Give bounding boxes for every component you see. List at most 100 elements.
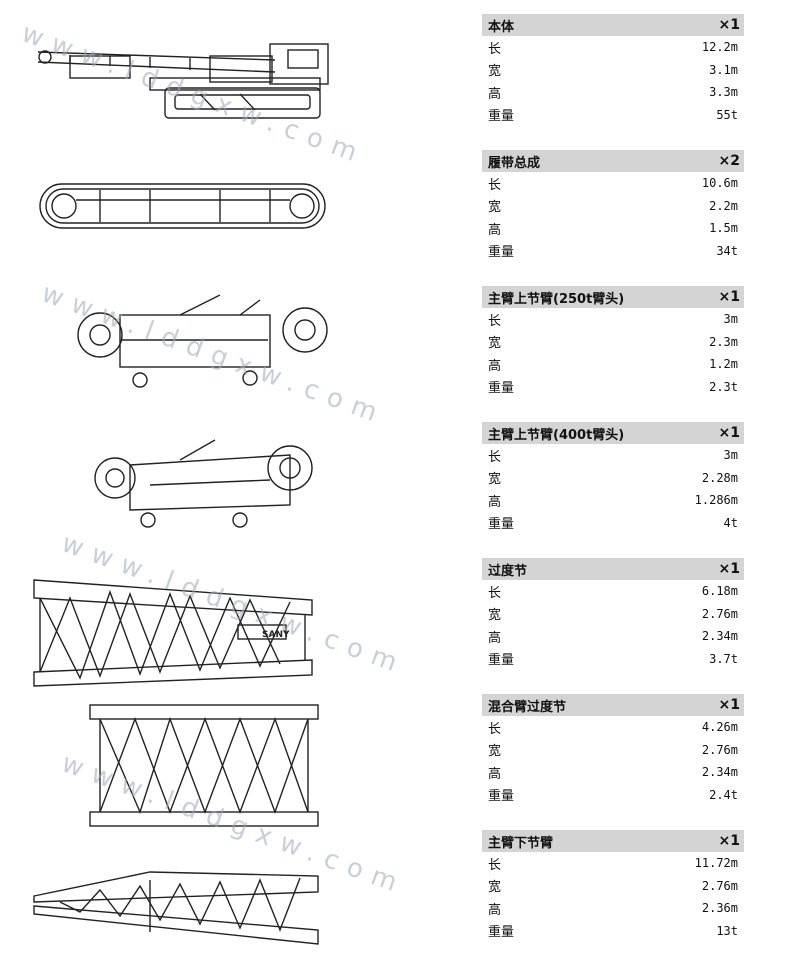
boom-head-400t-drawing — [94, 439, 313, 528]
spec-label: 高 — [488, 494, 502, 510]
component-name: 主臂上节臂(250t臂头) — [488, 291, 625, 307]
component-name: 混合臂过度节 — [488, 699, 567, 715]
spec-label: 长 — [488, 721, 502, 737]
spec-value: 2.2m — [709, 198, 738, 213]
transition-section-drawing — [33, 579, 313, 687]
boom-head-250t-drawing — [77, 294, 328, 388]
spec-value: 2.76m — [701, 606, 738, 621]
component-qty: ×2 — [718, 153, 740, 169]
spec-value: 2.3t — [709, 379, 738, 394]
spec-row: 长 10.6m — [482, 172, 744, 195]
spec-label: 长 — [488, 313, 502, 329]
spec-label: 长 — [488, 449, 502, 465]
spec-value: 4.26m — [701, 720, 738, 735]
spec-value: 2.3m — [709, 334, 738, 349]
spec-value: 2.4t — [709, 787, 738, 802]
spec-label: 高 — [488, 222, 502, 238]
spec-label: 重量 — [488, 245, 515, 261]
spec-value: 55t — [716, 107, 738, 122]
spec-row: 长 4.26m — [482, 716, 744, 739]
spec-header: 本体 ×1 — [482, 14, 744, 36]
spec-label: 高 — [488, 902, 502, 918]
spec-value: 3m — [723, 312, 738, 327]
hybrid-transition-drawing — [89, 704, 319, 827]
spec-row: 宽 2.28m — [482, 467, 744, 490]
spec-label: 宽 — [488, 880, 502, 896]
spec-row: 高 1.2m — [482, 353, 744, 376]
spec-value: 3.7t — [709, 651, 738, 666]
spec-label: 高 — [488, 86, 502, 102]
spec-row: 高 3.3m — [482, 81, 744, 104]
spec-value: 4t — [723, 515, 738, 530]
spec-label: 宽 — [488, 200, 502, 216]
spec-header: 主臂下节臂 ×1 — [482, 830, 744, 852]
spec-row: 宽 2.76m — [482, 603, 744, 626]
spec-row: 重量 4t — [482, 512, 744, 535]
component-qty: ×1 — [718, 425, 740, 441]
spec-row: 长 6.18m — [482, 580, 744, 603]
spec-value: 3m — [723, 448, 738, 463]
spec-value: 2.28m — [701, 470, 738, 485]
spec-label: 高 — [488, 630, 502, 646]
lower-boom-drawing — [33, 871, 319, 945]
spec-value: 10.6m — [701, 176, 738, 191]
spec-row: 重量 55t — [482, 104, 744, 127]
component-name: 主臂上节臂(400t臂头) — [488, 427, 625, 443]
spec-row: 高 2.34m — [482, 761, 744, 784]
spec-value: 3.3m — [709, 85, 738, 100]
spec-label: 宽 — [488, 608, 502, 624]
component-drawings — [33, 43, 329, 945]
spec-value: 2.36m — [701, 901, 738, 916]
spec-label: 重量 — [488, 925, 515, 941]
component-qty: ×1 — [718, 17, 740, 33]
spec-row: 重量 3.7t — [482, 648, 744, 671]
spec-value: 3.1m — [709, 62, 738, 77]
spec-row: 长 3m — [482, 444, 744, 467]
spec-row: 宽 2.2m — [482, 195, 744, 218]
spec-label: 高 — [488, 358, 502, 374]
spec-label: 长 — [488, 585, 502, 601]
spec-header: 主臂上节臂(250t臂头) ×1 — [482, 286, 744, 308]
spec-block-head-400t: 主臂上节臂(400t臂头) ×1 长 3m 宽 2.28m 高 1.286m 重量 4t — [482, 422, 744, 534]
component-name: 过度节 — [488, 563, 528, 579]
spec-value: 1.286m — [694, 493, 738, 508]
spec-header: 主臂上节臂(400t臂头) ×1 — [482, 422, 744, 444]
spec-row: 高 1.286m — [482, 489, 744, 512]
spec-label: 重量 — [488, 653, 515, 669]
component-qty: ×1 — [718, 833, 740, 849]
spec-label: 重量 — [488, 109, 515, 125]
spec-value: 12.2m — [701, 40, 738, 55]
component-qty: ×1 — [718, 561, 740, 577]
spec-label: 长 — [488, 857, 502, 873]
spec-label: 长 — [488, 177, 502, 193]
spec-value: 11.72m — [694, 856, 738, 871]
component-name: 履带总成 — [488, 155, 541, 171]
spec-value: 2.34m — [701, 765, 738, 780]
spec-label: 宽 — [488, 472, 502, 488]
component-qty: ×1 — [718, 289, 740, 305]
spec-value: 1.2m — [709, 357, 738, 372]
spec-label: 重量 — [488, 517, 515, 533]
crane-body-drawing — [37, 43, 329, 119]
spec-label: 宽 — [488, 744, 502, 760]
spec-label: 重量 — [488, 381, 515, 397]
spec-label: 高 — [488, 766, 502, 782]
spec-row: 长 11.72m — [482, 852, 744, 875]
spec-header: 履带总成 ×2 — [482, 150, 744, 172]
spec-value: 2.76m — [701, 878, 738, 893]
spec-row: 重量 2.3t — [482, 376, 744, 399]
spec-value: 6.18m — [701, 584, 738, 599]
component-qty: ×1 — [718, 697, 740, 713]
component-name: 本体 — [488, 19, 515, 35]
spec-row: 长 3m — [482, 308, 744, 331]
spec-header: 过度节 ×1 — [482, 558, 744, 580]
